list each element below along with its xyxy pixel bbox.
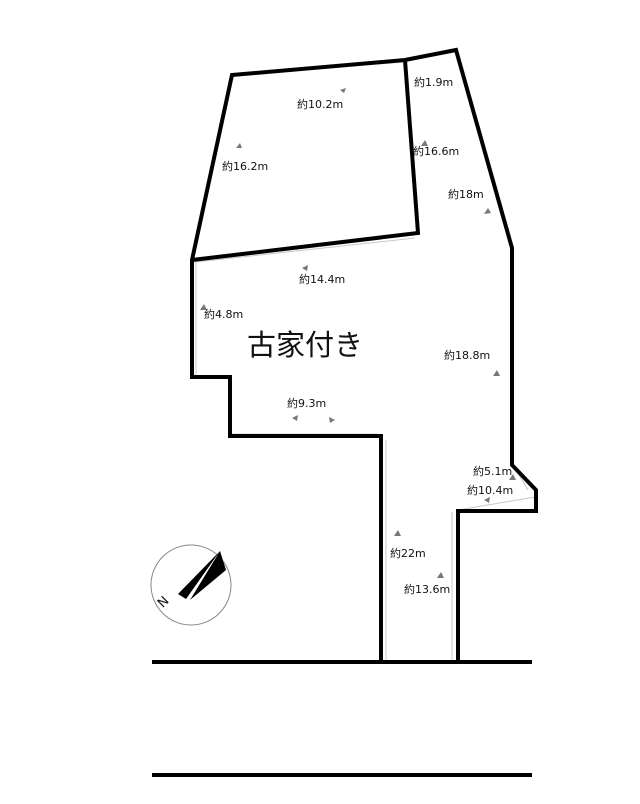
dimension-label: 約9.3m: [287, 396, 326, 410]
dimension-label: 約14.4m: [299, 272, 345, 286]
dimension-label: 約16.2m: [222, 159, 268, 173]
building-note: 古家付き: [247, 328, 363, 362]
compass: N: [150, 544, 232, 626]
dimension-label: 約10.2m: [297, 97, 343, 111]
dimension-label: 約18m: [448, 187, 484, 201]
house-outline: [191, 59, 421, 262]
dimension-label: 約4.8m: [204, 307, 243, 321]
dimension-labels: 約10.2m 約1.9m 約16.2m 約16.6m 約18m 約14.4m 約…: [204, 75, 513, 596]
lot-outline: [190, 47, 538, 664]
dimension-label: 約22m: [390, 546, 426, 560]
dimension-label: 約10.4m: [467, 483, 513, 497]
dimension-label: 約13.6m: [404, 582, 450, 596]
dimension-label: 約1.9m: [414, 75, 453, 89]
north-arrow-icon: [178, 551, 220, 599]
lot-boundary: [190, 47, 538, 664]
dimension-label: 約5.1m: [473, 464, 512, 478]
dimension-label: 約16.6m: [413, 144, 459, 158]
dimension-label: 約18.8m: [444, 348, 490, 362]
